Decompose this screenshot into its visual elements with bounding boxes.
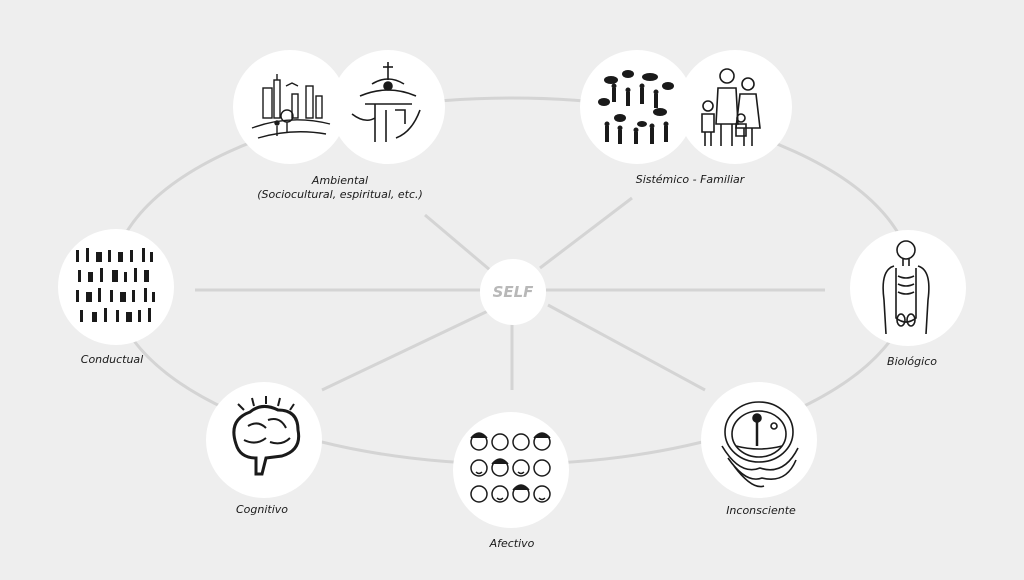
inconsciente-circle xyxy=(701,382,817,498)
human-anatomy-icon xyxy=(882,240,930,335)
node-cognitivo xyxy=(206,382,322,498)
node-inconsciente xyxy=(701,382,817,498)
ambiental-circle-right xyxy=(331,50,445,164)
cognitivo-label: Cognitivo xyxy=(235,503,289,516)
sistemico-circle-right xyxy=(678,50,792,164)
biologico-label: Biológico xyxy=(887,355,937,368)
sistemico-circle-left xyxy=(580,50,694,164)
afectivo-circle xyxy=(453,412,569,528)
family-icon xyxy=(701,68,761,146)
crowd-speech-icon xyxy=(598,70,674,144)
spokes xyxy=(195,196,825,392)
ambiental-label-line1: Ambiental xyxy=(311,174,369,187)
node-biologico xyxy=(850,230,966,346)
ambiental-label-line2: (Sociocultural, espiritual, etc.) xyxy=(257,188,423,201)
spoke-inconsciente xyxy=(547,303,706,392)
node-afectivo xyxy=(453,412,569,528)
conductual-label: Conductual xyxy=(80,353,144,366)
brain-icon xyxy=(232,396,301,476)
conductual-circle xyxy=(58,229,174,345)
spoke-sistemico xyxy=(539,196,633,270)
figure-vortex-icon xyxy=(721,401,799,488)
inconsciente-label: Inconsciente xyxy=(726,504,796,517)
afectivo-label: Afectivo xyxy=(489,537,535,550)
node-ambiental xyxy=(233,50,445,164)
node-conductual xyxy=(58,229,174,345)
faces-grid-icon xyxy=(470,432,551,503)
people-grid-icon xyxy=(76,248,155,322)
city-park-icon xyxy=(251,74,331,139)
church-cross-icon xyxy=(351,62,421,142)
self-center-circle xyxy=(480,259,546,325)
sistemico-label: Sistémico - Familiar xyxy=(635,173,745,186)
ambiental-circle-left xyxy=(233,50,347,164)
spoke-cognitivo xyxy=(321,308,491,392)
biologico-circle xyxy=(850,230,966,346)
self-label: SELF xyxy=(492,283,534,301)
spoke-ambiental xyxy=(424,213,491,272)
ambiental-label: Ambiental (Sociocultural, espiritual, et… xyxy=(257,174,423,202)
node-sistemico xyxy=(580,50,792,164)
